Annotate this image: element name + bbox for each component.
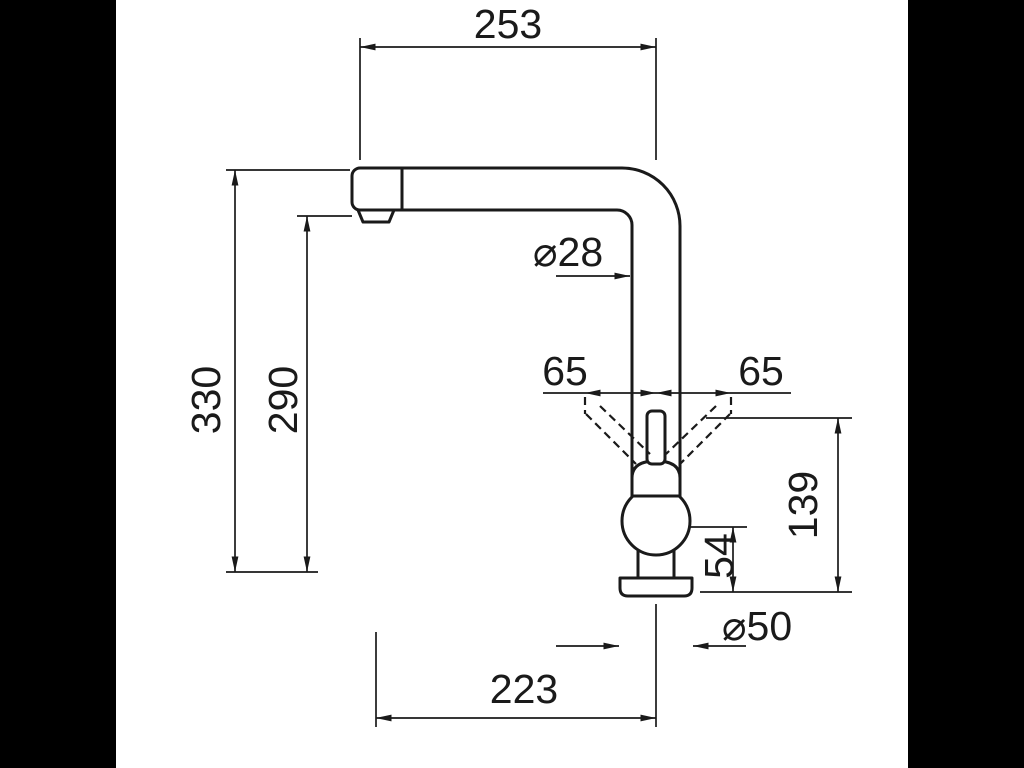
dimension-handle-height: 139 bbox=[700, 417, 852, 593]
spout-height-label: 290 bbox=[260, 366, 306, 434]
dimension-total-height: 330 bbox=[183, 169, 350, 573]
dimension-tube-diameter: ⌀28 bbox=[533, 229, 630, 280]
letterbox-left bbox=[0, 0, 116, 768]
tube-diameter-label: ⌀28 bbox=[533, 229, 603, 275]
swing-left-outer-line bbox=[585, 413, 637, 465]
swing-left-inner-line bbox=[599, 405, 651, 455]
dimension-lever-swing-left: 65 bbox=[542, 348, 656, 397]
letterbox-right bbox=[908, 0, 1024, 768]
dimension-spout-reach: 223 bbox=[375, 604, 657, 727]
overall-width-label: 253 bbox=[474, 1, 542, 47]
faucet-body bbox=[350, 166, 733, 598]
handle-height-label: 139 bbox=[780, 471, 826, 539]
base-flange bbox=[618, 576, 694, 598]
aerator-nub bbox=[356, 208, 396, 224]
lever-swing-left-label: 65 bbox=[542, 348, 588, 394]
dimension-overall-width: 253 bbox=[359, 1, 657, 160]
total-height-label: 330 bbox=[183, 366, 229, 434]
lever-swing-right-label: 65 bbox=[738, 348, 784, 394]
base-diameter-label: ⌀50 bbox=[722, 603, 792, 649]
swing-right-inner-line bbox=[665, 405, 717, 455]
spout-reach-label: 223 bbox=[490, 666, 558, 712]
dimension-base-diameter: ⌀50 bbox=[556, 603, 792, 650]
paper-background bbox=[116, 0, 908, 768]
base-detail-height-label: 54 bbox=[696, 533, 742, 579]
handle-dome bbox=[630, 459, 682, 498]
dimension-spout-height: 290 bbox=[260, 215, 352, 572]
lever-swing-range-dashed bbox=[583, 397, 733, 465]
handle-lever bbox=[645, 409, 667, 466]
swing-right-outer-line bbox=[679, 413, 731, 465]
dimension-base-detail-height: 54 bbox=[690, 526, 747, 592]
dimension-lever-swing-right: 65 bbox=[656, 348, 791, 397]
